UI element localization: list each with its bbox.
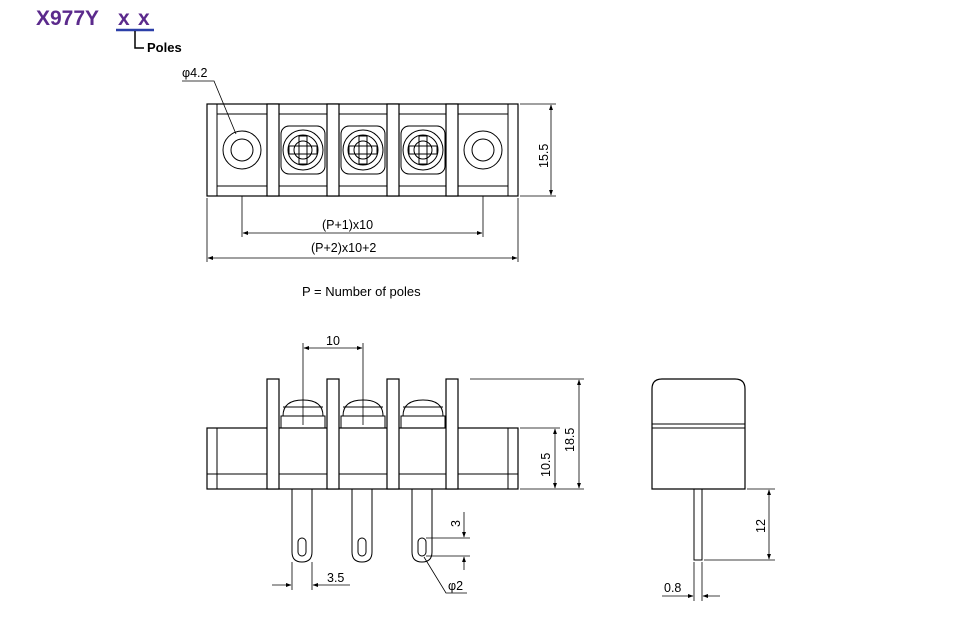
top-view: φ4.2 15.5 (P+1)x10 (P+2)x10+2	[182, 66, 556, 262]
pin-hole-leader	[423, 556, 467, 594]
poles-note: P = Number of poles	[302, 284, 421, 299]
pitch-label: 10	[326, 334, 340, 348]
pin	[291, 489, 313, 563]
top-view-outline	[206, 103, 519, 197]
part-number-title: X977Y x x Poles	[36, 7, 182, 55]
screw-terminal	[400, 125, 446, 175]
screw-terminal	[280, 125, 326, 175]
screw-terminal	[340, 125, 386, 175]
pin-width-label: 0.8	[664, 581, 681, 595]
hole-diameter-leader	[182, 80, 237, 135]
pole-suffix-2: x	[138, 7, 150, 30]
total-height-label: 18.5	[563, 428, 577, 452]
front-view: 10 10.5 18.5 3 3.5 φ2	[206, 334, 584, 594]
hole-diameter-label: φ4.2	[182, 66, 208, 80]
pin-hole-label: φ2	[448, 579, 463, 593]
part-prefix: X977Y	[36, 7, 99, 30]
pin	[351, 489, 373, 563]
poles-label: Poles	[147, 40, 182, 55]
body-height-label: 10.5	[539, 453, 553, 477]
mounting-hole-right	[463, 130, 503, 170]
side-view-pin	[693, 488, 703, 561]
screw-head	[400, 399, 446, 429]
total-width-label: (P+2)x10+2	[311, 241, 376, 255]
slot-label: 3	[449, 520, 463, 527]
poles-leader	[134, 31, 144, 49]
side-view: 12 0.8	[651, 378, 775, 601]
pin-length-label: 12	[754, 519, 768, 533]
pin	[411, 489, 433, 563]
height-dim-label: 15.5	[537, 144, 551, 168]
pole-suffix-1: x	[118, 7, 130, 30]
barrier-walls	[266, 103, 459, 197]
front-view-body	[206, 427, 519, 490]
pin-offset-label: 3.5	[327, 571, 344, 585]
side-view-body	[651, 378, 746, 490]
mounting-hole-left	[222, 130, 262, 170]
front-barrier-walls	[266, 378, 459, 490]
inner-width-label: (P+1)x10	[322, 218, 373, 232]
